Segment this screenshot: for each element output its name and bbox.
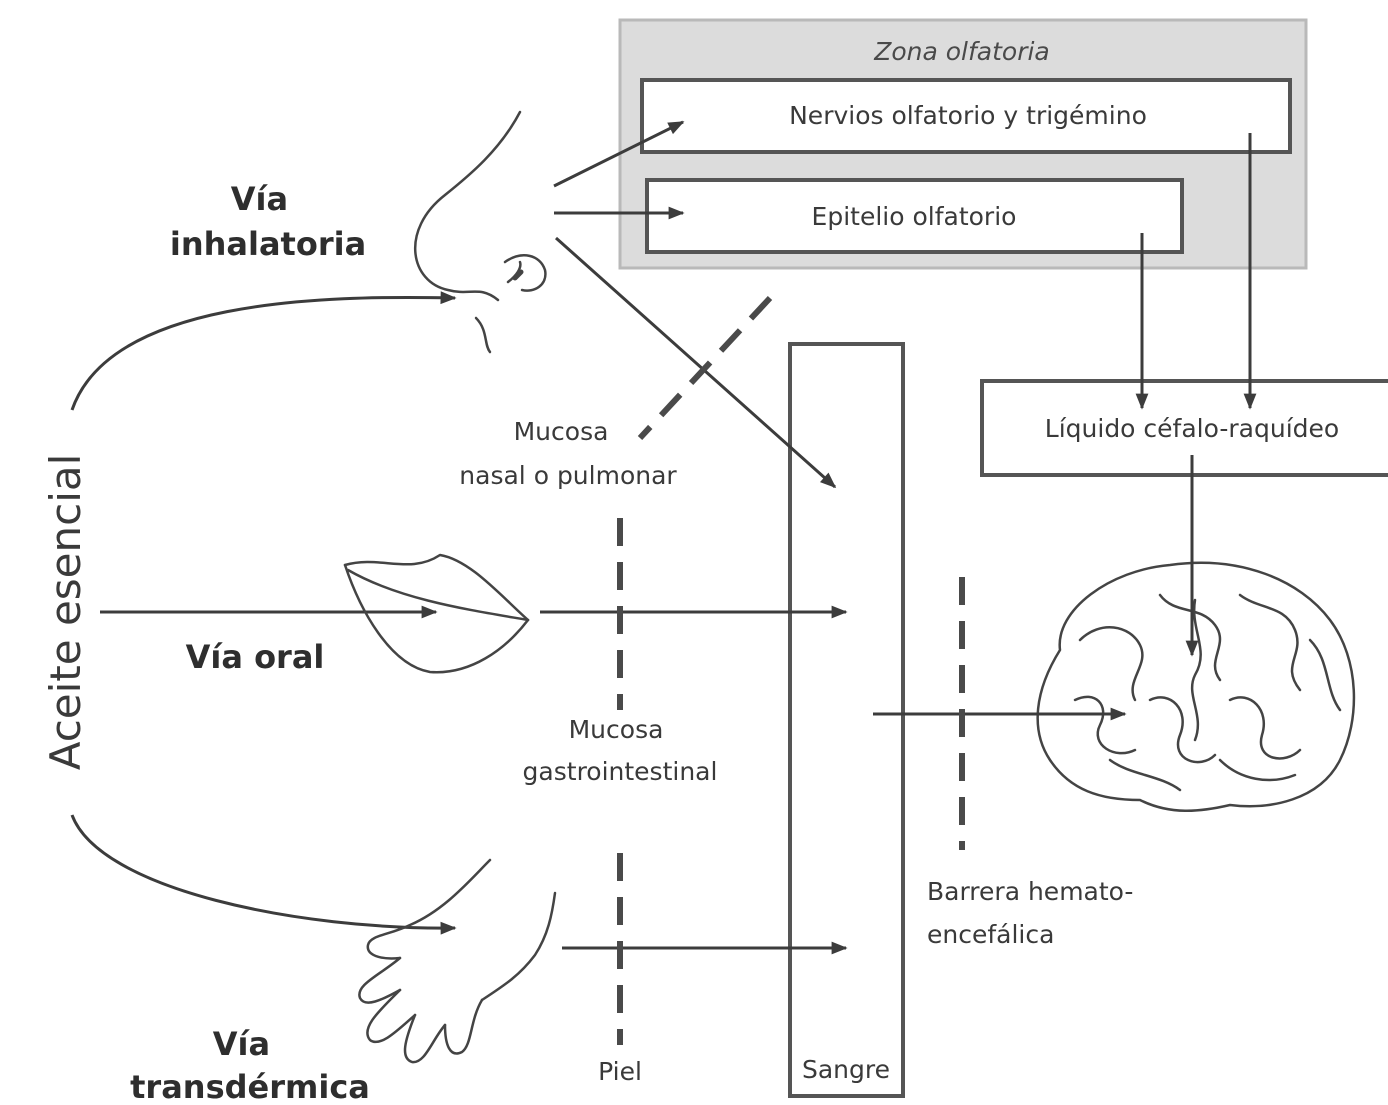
essential-oil-to-inhalation-curve	[70, 291, 457, 411]
essential-oil-label: Aceite esencial	[41, 454, 90, 771]
olfactory-epithelium-box	[645, 178, 1184, 254]
olfactory-zone: Zona olfatoria Nervios olfatorio y trigé…	[618, 18, 1308, 270]
nerves-label: Nervios olfatorio y trigémino	[789, 101, 1147, 130]
skin-label: Piel	[598, 1057, 642, 1086]
blood-brain-barrier-label: Barrera hemato- encefálica	[927, 877, 1141, 949]
csf-box	[980, 379, 1388, 477]
hand-icon	[358, 858, 557, 1064]
nerves-box	[640, 78, 1292, 154]
nasal-mucosa-barrier	[637, 295, 773, 441]
inhalation-route-label: Vía inhalatoria	[170, 180, 366, 263]
blood-column	[788, 342, 905, 1098]
lips-icon	[343, 553, 530, 674]
transdermal-route-label: Vía transdérmica	[130, 1025, 370, 1105]
oral-route-label: Vía oral	[186, 638, 325, 676]
gastrointestinal-mucosa-label: Mucosa gastrointestinal	[523, 715, 718, 786]
blood-label: Sangre	[802, 1055, 890, 1084]
brain-icon	[1036, 561, 1356, 812]
essential-oil-to-transdermal-curve	[70, 814, 457, 935]
csf-label: Líquido céfalo-raquídeo	[1045, 414, 1339, 443]
nose-to-nerves-arrow	[553, 120, 685, 188]
olfactory-zone-title: Zona olfatoria	[873, 37, 1050, 66]
nasal-mucosa-label: Mucosa nasal o pulmonar	[459, 417, 677, 490]
nose-icon	[413, 110, 547, 354]
nose-to-blood-arrow	[555, 236, 837, 489]
olfactory-epithelium-label: Epitelio olfatorio	[812, 202, 1017, 231]
